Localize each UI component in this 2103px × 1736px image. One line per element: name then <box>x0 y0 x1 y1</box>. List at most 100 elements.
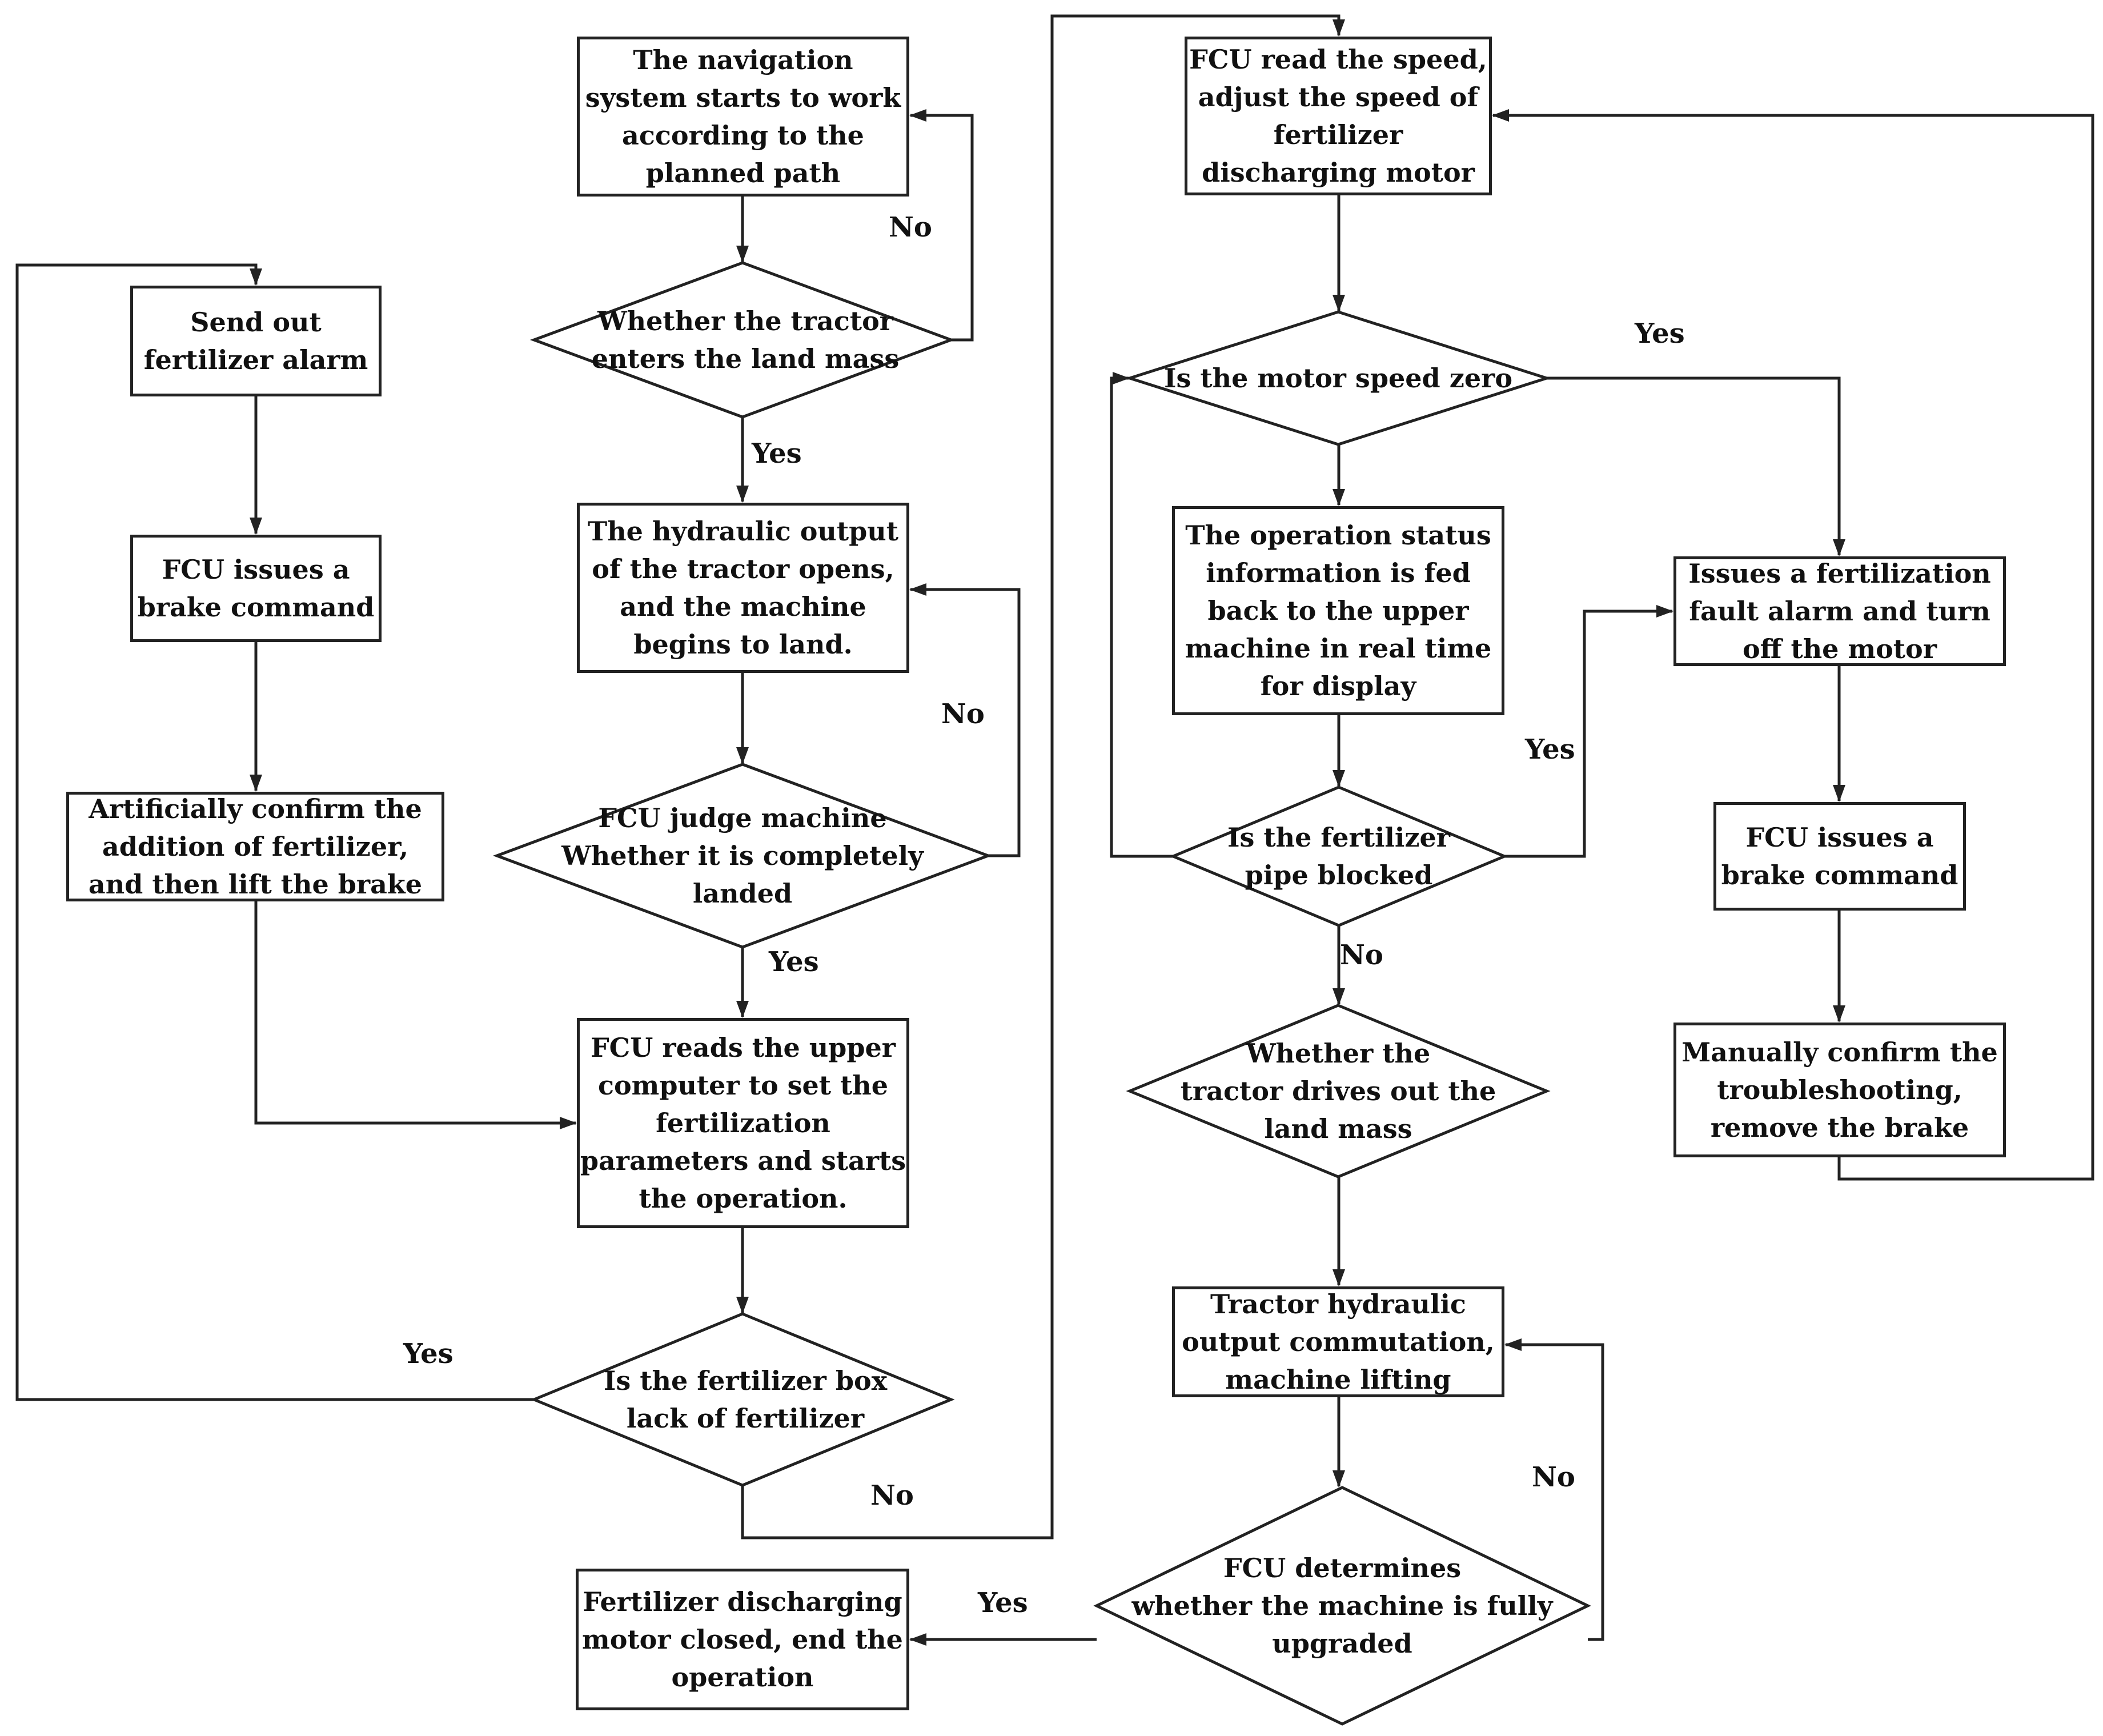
node-text-line: for display <box>1260 671 1416 701</box>
node-text-line: fertilizer alarm <box>143 344 368 375</box>
edge-pipe-loop-to-motor <box>1110 372 1173 858</box>
pipe-blocked-decision: Is the fertilizer pipe blocked <box>1173 787 1504 925</box>
node-text-line: off the motor <box>1743 634 1937 664</box>
node-text-line: pipe blocked <box>1245 860 1433 891</box>
node-text-line: fertilization <box>656 1108 830 1138</box>
node-text-line: machine lifting <box>1225 1364 1451 1395</box>
node-text-line: Artificially confirm the <box>89 793 422 824</box>
node-text-line: motor closed, end the <box>582 1624 903 1655</box>
edge-label-landed-yes: Yes <box>769 946 819 978</box>
node-text-line: FCU determines <box>1223 1553 1462 1583</box>
node-text-line: Send out <box>190 307 322 338</box>
node-text-line: Is the motor speed zero <box>1163 363 1513 394</box>
node-text-line: FCU judge machine <box>598 803 887 833</box>
fully-upgraded-decision: FCU determines whether the machine is ful… <box>1097 1488 1588 1724</box>
read-params-box: FCU reads the upper computer to set the fe… <box>577 1018 909 1228</box>
node-text-line: landed <box>692 878 793 909</box>
node-text-line: system starts to work <box>585 82 901 113</box>
edge-label-pipe-yes: Yes <box>1525 733 1575 765</box>
node-text-line: remove the brake <box>1710 1112 1969 1143</box>
edge-label-upgrade-no: No <box>1532 1461 1575 1493</box>
node-text-line: machine in real time <box>1185 633 1492 664</box>
node-text-line: fault alarm and turn <box>1689 596 1990 627</box>
brake-right-box: FCU issues a brake command <box>1713 802 1966 911</box>
node-text-line: computer to set the <box>597 1070 889 1101</box>
troubleshoot-box: Manually confirm the troubleshooting, remo… <box>1673 1023 2006 1157</box>
read-speed-box: FCU read the speed, adjust the speed of fe… <box>1185 37 1492 195</box>
motor-zero-decision: Is the motor speed zero <box>1130 312 1547 444</box>
node-text-line: addition of fertilizer, <box>102 831 409 862</box>
node-text-line: operation <box>671 1662 814 1693</box>
edge-upgrade-no-loop <box>1504 1338 1604 1641</box>
node-text-line: Fertilizer discharging <box>583 1586 902 1617</box>
node-text-line: fertilizer <box>1273 119 1403 150</box>
edge-troubleshoot-to-speed <box>1492 109 2094 1181</box>
status-feedback-box: The operation status information is fed ba… <box>1172 506 1504 715</box>
edge-label-enter-yes: Yes <box>752 438 802 470</box>
node-text-line: back to the upper <box>1207 595 1469 626</box>
node-text-line: planned path <box>645 158 841 189</box>
node-text-line: FCU read the speed, <box>1189 44 1487 75</box>
node-text-line: upgraded <box>1272 1628 1412 1659</box>
node-text-line: land mass <box>1264 1113 1412 1144</box>
edge-landed-no-loop <box>909 583 1021 857</box>
nav-start-box: The navigation system starts to work accor… <box>577 37 909 197</box>
edge-label-motor-yes: Yes <box>1635 318 1685 350</box>
end-operation-box: Fertilizer discharging motor closed, end … <box>576 1569 909 1710</box>
node-text-line: output commutation, <box>1182 1326 1495 1357</box>
node-text-line: FCU issues a <box>1745 822 1934 853</box>
node-text-line: tractor drives out the <box>1180 1076 1496 1106</box>
brake-left-box: FCU issues a brake command <box>130 535 382 642</box>
edge-box-yes-to-alarm <box>15 263 534 1401</box>
node-text-line: adjust the speed of <box>1198 82 1479 113</box>
node-text-line: begins to land. <box>633 629 853 660</box>
edge-label-upgrade-yes: Yes <box>978 1587 1028 1619</box>
node-text-line: enters the land mass <box>591 343 900 374</box>
node-text-line: the operation. <box>639 1183 848 1214</box>
lift-box: Tractor hydraulic output commutation, mach… <box>1172 1286 1504 1397</box>
node-text-line: information is fed <box>1206 558 1471 588</box>
edge-label-box-yes: Yes <box>403 1338 453 1370</box>
hydraulic-open-box: The hydraulic output of the tractor opens… <box>577 503 909 673</box>
fault-alarm-box: Issues a fertilization fault alarm and tu… <box>1673 556 2006 666</box>
node-text-line: FCU reads the upper <box>590 1032 896 1063</box>
node-text-line: The hydraulic output <box>588 516 898 547</box>
confirm-add-box: Artificially confirm the addition of fert… <box>66 792 444 901</box>
fully-upgraded-diamond <box>1093 1486 1591 1726</box>
node-text-line: brake command <box>1721 860 1958 891</box>
node-text-line: brake command <box>137 592 375 623</box>
edge-confirm-to-params <box>254 901 577 1129</box>
edge-label-enter-no: No <box>889 211 932 243</box>
node-text-line: discharging motor <box>1202 157 1475 188</box>
node-text-line: and then lift the brake <box>88 869 423 900</box>
edge-label-pipe-no: No <box>1340 939 1383 971</box>
drive-out-decision: Whether the tractor drives out the land ma… <box>1130 1005 1547 1177</box>
edge-box-no-to-speed <box>741 14 1345 1539</box>
node-text-line: and the machine <box>620 591 866 622</box>
node-text-line: Tractor hydraulic <box>1210 1289 1466 1320</box>
node-text-line: Is the fertilizer <box>1227 822 1450 853</box>
node-text-line: Issues a fertilization <box>1688 558 1991 589</box>
node-text-line: according to the <box>622 120 864 151</box>
node-text-line: Whether it is completely <box>561 840 924 871</box>
node-text-line: whether the machine is fully <box>1131 1590 1553 1621</box>
edge-enter-no-loop <box>909 109 974 342</box>
node-text-line: Manually confirm the <box>1681 1037 1998 1068</box>
node-text-line: Whether the <box>1246 1038 1431 1069</box>
node-text-line: The navigation <box>633 45 853 75</box>
node-text-line: Is the fertilizer box <box>603 1365 888 1396</box>
node-text-line: of the tractor opens, <box>592 554 894 584</box>
edge-label-box-no: No <box>870 1480 914 1512</box>
node-text-line: FCU issues a <box>162 554 350 585</box>
node-text-line: Whether the tractor <box>597 306 894 336</box>
edge-pipe-yes-to-fault <box>1504 605 1673 858</box>
node-text-line: troubleshooting, <box>1717 1075 1962 1105</box>
send-alarm-box: Send out fertilizer alarm <box>130 286 382 396</box>
node-text-line: The operation status <box>1185 520 1491 551</box>
edge-label-landed-no: No <box>941 698 985 730</box>
node-text-line: parameters and starts <box>580 1145 906 1176</box>
